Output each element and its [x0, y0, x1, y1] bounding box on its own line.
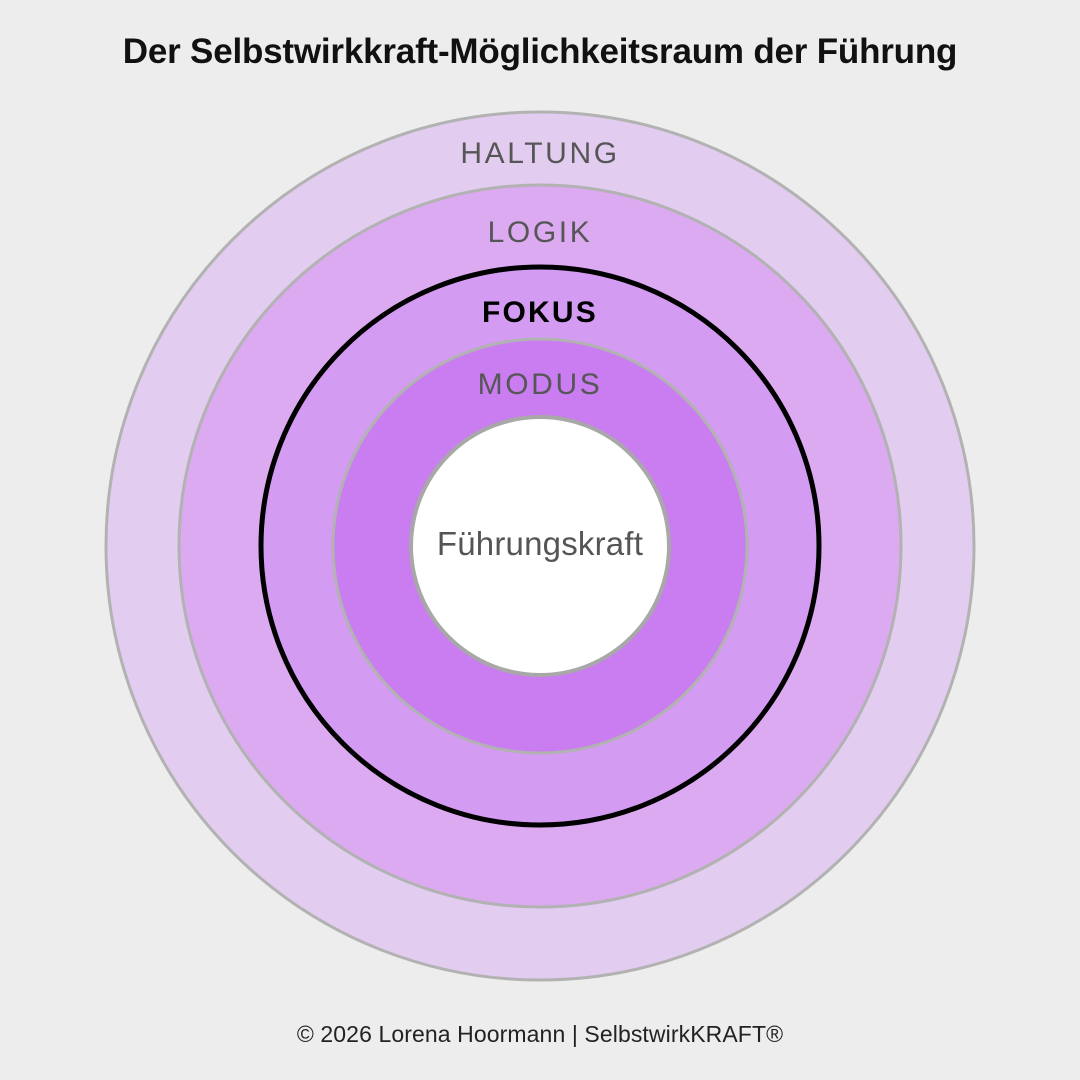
ring-label-logik: LOGIK [487, 216, 593, 249]
ring-label-modus: MODUS [477, 368, 603, 401]
page-title: Der Selbstwirkkraft-Möglichkeitsraum der… [122, 32, 958, 71]
core-label-fuehrungskraft: Führungskraft [436, 525, 644, 562]
core-circle-fuehrungskraft[interactable] [409, 415, 671, 677]
ring-label-haltung: HALTUNG [460, 137, 620, 170]
ring-label-fokus: FOKUS [482, 296, 598, 329]
copyright-footer: © 2026 Lorena Hoormann | SelbstwirkKRAFT… [296, 1021, 784, 1047]
